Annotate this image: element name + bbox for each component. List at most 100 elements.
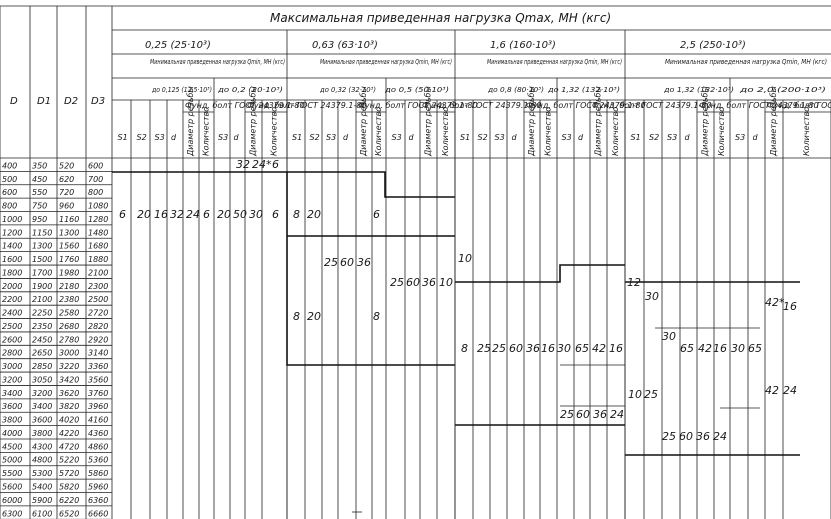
value-g3-s3c: 25 — [560, 408, 574, 421]
group-headers: 0,25 (25·10³) 0,63 (63·10³) 1,6 (160·10³… — [112, 30, 831, 519]
value-g1-s1: 6 — [119, 208, 126, 221]
value-g3-s1a: 10 — [458, 252, 472, 265]
col-header-thread: Диаметр резьбы — [424, 86, 433, 157]
dia-cell: 950 — [32, 215, 47, 224]
col-header-thread: Диаметр резьбы — [249, 86, 258, 157]
value-g3-db: 65 — [575, 342, 589, 355]
value-g3-s3b: 30 — [557, 342, 571, 355]
boundary-lines — [112, 171, 800, 513]
dia-cell: 800 — [88, 188, 103, 197]
dia-cell: 1000 — [2, 215, 22, 224]
value-g4-qty-b: 24 — [783, 384, 797, 397]
gost-header: Фунд. болт ГОСТ 24379.1-80 — [358, 101, 478, 110]
col-header-s3: S3 — [562, 133, 572, 142]
dia-cell: 2500 — [88, 295, 108, 304]
group-2-c1: до 0,32 (32·10³) — [319, 86, 376, 94]
header-d2: D2 — [64, 96, 78, 107]
col-header-d: d — [512, 133, 518, 142]
dia-cell: 1080 — [88, 202, 108, 211]
value-g4-s3b: 30 — [731, 342, 745, 355]
dia-cell: 1300 — [32, 242, 52, 251]
value-g1-qtyb: 6 — [272, 208, 279, 221]
value-g4-d: 42 — [698, 342, 712, 355]
col-header-s2: S2 — [478, 133, 488, 142]
dia-cell: 3140 — [88, 349, 108, 358]
gost-header: Фунд. болт ГОСТ 24379.1-80 — [699, 101, 819, 110]
dia-cell: 2820 — [88, 322, 108, 331]
col-header-qty: Количество — [374, 107, 383, 156]
dia-cell: 620 — [59, 175, 74, 184]
group-2-c2: до 0,5 (50·10³) — [384, 86, 450, 94]
dia-cell: 1900 — [32, 282, 52, 291]
group-2-sub: Минимальная приведенная нагрузка Qmin, М… — [320, 58, 452, 66]
dia-cell: 520 — [59, 161, 74, 170]
dia-cell: 350 — [32, 161, 47, 170]
col-header-d: d — [234, 133, 240, 142]
dia-cell: 5400 — [32, 483, 52, 492]
value-g4-thr-b: 42 — [765, 384, 779, 397]
dia-cell: 4860 — [88, 442, 108, 451]
dia-cell: 3760 — [88, 389, 108, 398]
dia-cell: 5300 — [32, 469, 52, 478]
header-d1: D1 — [37, 96, 51, 107]
value-g2-s3c: 8 — [373, 310, 380, 323]
dia-cell: 1500 — [32, 255, 52, 264]
dia-cell: 2850 — [32, 362, 52, 371]
dia-cell: 2580 — [59, 309, 79, 318]
value-g1-db: 50 — [233, 208, 247, 221]
dia-cell: 450 — [32, 175, 47, 184]
header-d: D — [10, 96, 18, 107]
col-header-d: d — [409, 133, 415, 142]
value-g1-d: 32 — [170, 208, 184, 221]
dia-cell: 2800 — [2, 349, 22, 358]
value-g3-s1: 8 — [461, 342, 468, 355]
value-g2-qty-a: 6 — [373, 208, 380, 221]
gost-header: Фунд. болт ГОСТ 24379.1-80 — [247, 101, 367, 110]
col-header-s3: S3 — [326, 133, 336, 142]
value-g3-thr: 36 — [526, 342, 540, 355]
value-g1-thrb: 30 — [249, 208, 263, 221]
dia-cell: 6100 — [32, 509, 52, 518]
col-header-qty: Количество — [717, 107, 726, 156]
value-g2-thr: 36 — [357, 256, 371, 269]
gost-header: Фунд. болт ГОСТ 24379.1-80 — [526, 101, 646, 110]
dia-cell: 2600 — [2, 335, 22, 344]
value-g2-s2a: 20 — [307, 208, 321, 221]
row-lines — [0, 170, 112, 519]
value-g1-qty: 6 — [203, 208, 210, 221]
value-g3-dc: 60 — [576, 408, 590, 421]
dia-cell: 3220 — [59, 362, 79, 371]
group-3-sub: Минимальная приведенная нагрузка Qmin, М… — [487, 58, 622, 66]
dia-cell: 3620 — [59, 389, 79, 398]
dia-cell: 5600 — [2, 483, 22, 492]
col-header-qty: Количество — [802, 107, 811, 156]
col-header-thread: Диаметр резьбы — [594, 86, 603, 157]
dia-cell: 1880 — [88, 255, 108, 264]
group-3-c2: до 1,32 (132·10³) — [547, 86, 620, 94]
dia-cell: 5900 — [32, 496, 52, 505]
value-g4-thrc: 36 — [696, 430, 710, 443]
value-g1-s2: 20 — [137, 208, 151, 221]
dia-cell: 3360 — [88, 362, 108, 371]
group-4-sub: Минимальная приведенная нагрузка Qmin, М… — [665, 58, 827, 66]
col-header-s3: S3 — [667, 133, 677, 142]
dia-cell: 1480 — [88, 228, 108, 237]
value-g4-dc: 60 — [679, 430, 693, 443]
value-g4-s2a: 30 — [645, 290, 659, 303]
value-g3-d: 60 — [509, 342, 523, 355]
dia-cell: 6360 — [88, 496, 108, 505]
value-g1-s3b: 20 — [217, 208, 231, 221]
dia-cell: 2920 — [88, 335, 108, 344]
col-header-s1: S1 — [631, 133, 641, 142]
dia-cell: 2450 — [32, 335, 52, 344]
col-header-thread: Диаметр резьбы — [359, 86, 368, 157]
dia-cell: 960 — [59, 202, 74, 211]
dia-cell: 4300 — [32, 442, 52, 451]
gost-header: Фунд. болт ГОСТ 24379.1-80 — [185, 101, 305, 110]
value-g2-s1a: 8 — [293, 208, 300, 221]
dia-cell: 5500 — [2, 469, 22, 478]
dia-cell: 5360 — [88, 456, 108, 465]
col-header-s1: S1 — [292, 133, 302, 142]
dia-cell: 2650 — [32, 349, 52, 358]
